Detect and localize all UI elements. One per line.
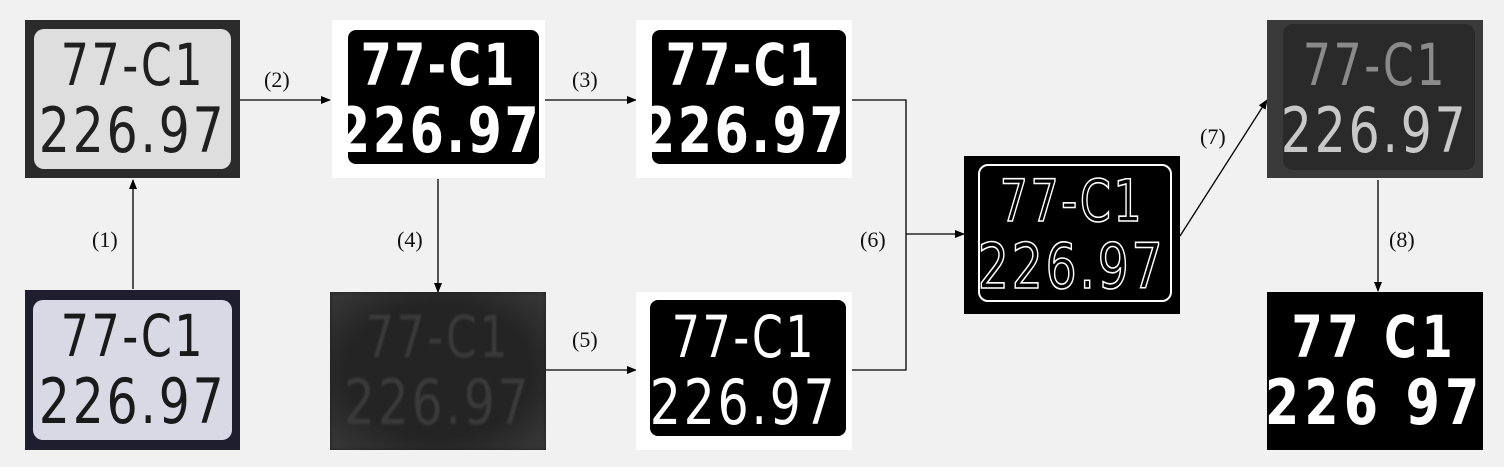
step-label-8: (8): [1389, 227, 1415, 252]
plate-binary-clean: 77-C1 226.97: [636, 20, 852, 178]
plate-contours: 77-C1 226.97: [964, 156, 1180, 314]
plate-original: 77-C1 226.97: [25, 290, 240, 450]
step-label-5: (5): [572, 327, 598, 352]
plate-line1: 77-C1: [999, 167, 1145, 235]
plate-line2: 226.97: [978, 230, 1166, 303]
final-line2: 226 97: [1267, 366, 1483, 439]
plate-line1: 77-C1: [365, 303, 511, 371]
step-label-7: (7): [1200, 124, 1226, 149]
plate-line1: 77-C1: [665, 31, 823, 99]
step-label-6: (6): [860, 227, 886, 252]
step-label-3: (3): [572, 67, 598, 92]
plate-masked: 77-C1 226.97: [1267, 20, 1483, 178]
plate-line1: 77-C1: [60, 31, 205, 99]
arrow-6-top: [852, 99, 907, 371]
plate-blurred: 77-C1 226.97: [330, 292, 546, 450]
plate-line2: 226.97: [650, 366, 838, 439]
plate-line1: 77-C1: [671, 303, 817, 371]
plate-line2: 226.97: [344, 366, 532, 439]
plate-line2: 226.97: [1281, 94, 1469, 167]
plate-grayscale: 77-C1 226.97: [25, 20, 240, 178]
arrow-7: [1179, 99, 1268, 237]
plate-line2: 226.97: [38, 94, 227, 167]
plate-line1: 77-C1: [360, 31, 517, 99]
final-line1: 77 C1: [1291, 303, 1459, 371]
plate-line2: 226.97: [38, 365, 227, 438]
plate-line2: 226.97: [641, 94, 847, 167]
step-label-2: (2): [264, 67, 290, 92]
plate-line2: 226.97: [335, 94, 542, 167]
plate-line1: 77-C1: [60, 302, 205, 370]
plate-line1: 77-C1: [1302, 31, 1448, 99]
step-label-1: (1): [92, 227, 118, 252]
plate-thin-binary: 77-C1 226.97: [636, 292, 852, 450]
plate-segmented: 77 C1 226 97: [1267, 292, 1483, 450]
step-label-4: (4): [397, 227, 423, 252]
plate-binary: 77-C1 226.97: [332, 20, 545, 178]
